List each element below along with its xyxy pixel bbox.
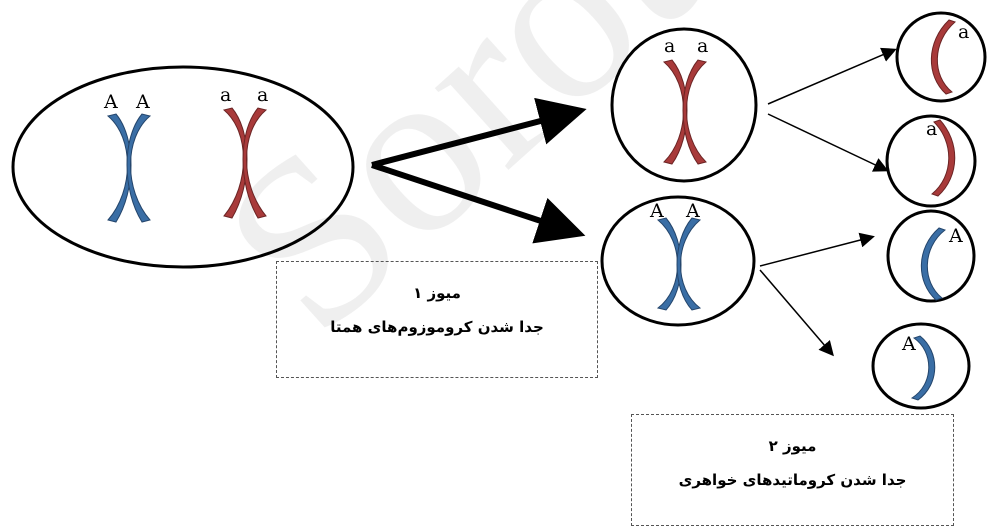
gamete-cell-1 — [895, 11, 987, 103]
meiosis1-bottom-chromosome — [656, 217, 702, 311]
meiosis2-title: میوز ۲ — [768, 437, 817, 455]
arrow-meiosis2-2 — [767, 113, 889, 172]
meiosis1-top-chromosome — [662, 59, 708, 165]
arrow-meiosis2-1 — [767, 47, 897, 105]
meiosis2-caption-box: میوز ۲ جدا شدن کروماتیدهای خواهری — [631, 414, 954, 526]
parent-allele-2: A — [135, 91, 150, 113]
gamete-cell-2 — [885, 114, 977, 208]
meiosis1-bottom-allele-2: A — [685, 200, 700, 222]
arrow-meiosis1-top — [371, 97, 587, 168]
parent-allele-4: a — [257, 84, 268, 106]
meiosis1-top-allele-1: a — [664, 35, 675, 57]
meiosis2-subtitle: جدا شدن کروماتیدهای خواهری — [678, 471, 907, 489]
parent-recessive-chromosome — [222, 107, 268, 219]
arrow-meiosis2-4 — [759, 269, 834, 357]
gamete-1-allele: a — [958, 21, 969, 43]
gamete-3-chromatid — [920, 227, 947, 301]
gamete-cell-3 — [886, 209, 976, 303]
meiosis1-caption-box: میوز ۱ جدا شدن کروموزوم‌های همتا — [276, 261, 598, 378]
gamete-4-chromatid — [910, 335, 936, 401]
gamete-1-chromatid — [930, 19, 956, 95]
meiosis1-top-allele-2: a — [697, 35, 708, 57]
gamete-2-allele: a — [926, 118, 937, 140]
gamete-3-allele: A — [948, 225, 963, 247]
meiosis1-cell-bottom — [600, 195, 756, 327]
gamete-2-chromatid — [930, 119, 956, 197]
meiosis1-title: میوز ۱ — [413, 284, 461, 302]
gamete-cell-4 — [871, 322, 971, 410]
meiosis1-cell-top — [610, 27, 758, 183]
arrow-meiosis2-3 — [759, 232, 875, 267]
meiosis1-bottom-allele-1: A — [649, 200, 664, 222]
arrow-meiosis1-bottom — [371, 162, 586, 244]
parent-allele-1: A — [103, 91, 118, 113]
parent-dominant-chromosome — [106, 113, 152, 223]
parent-allele-3: a — [220, 84, 231, 106]
meiosis1-subtitle: جدا شدن کروموزوم‌های همتا — [330, 318, 544, 336]
parent-cell — [11, 65, 355, 269]
gamete-4-allele: A — [901, 333, 916, 355]
